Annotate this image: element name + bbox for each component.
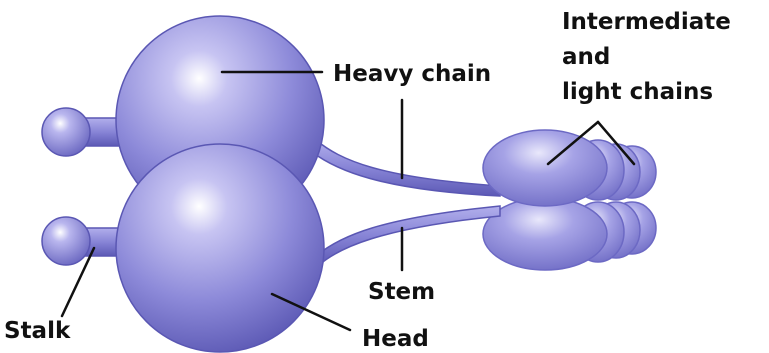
intermediate-label-line2: and — [562, 44, 610, 70]
head-label: Head — [362, 326, 429, 352]
heavy-chain-label: Heavy chain — [333, 61, 491, 87]
intermediate-label-line1: Intermediate — [562, 9, 731, 35]
lower-light-chain-oval — [483, 198, 607, 270]
lower-head-sphere — [116, 144, 324, 352]
upper-light-chain-oval — [483, 130, 607, 206]
lower-stem-tail — [316, 206, 500, 266]
stalk-label: Stalk — [4, 318, 71, 344]
stem-label: Stem — [368, 279, 435, 305]
intermediate-label-line3: light chains — [562, 79, 713, 105]
upper-stem-tail — [312, 140, 500, 196]
